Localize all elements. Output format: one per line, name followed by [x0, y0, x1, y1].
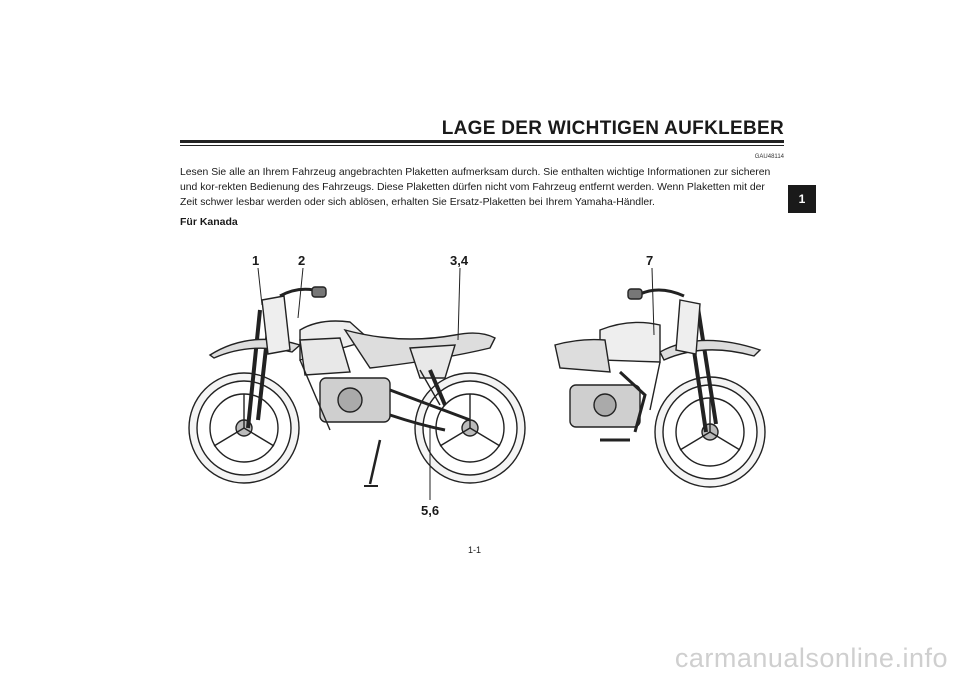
page-title: LAGE DER WICHTIGEN AUFKLEBER: [441, 118, 784, 139]
watermark[interactable]: carmanualsonline.info: [674, 643, 948, 673]
title-rule: [180, 140, 784, 143]
callout-1: 1: [252, 253, 260, 268]
page-number: 1-1: [468, 545, 482, 555]
motorcycle-left-side-icon: [188, 286, 526, 487]
region-subheading: Für Kanada: [180, 216, 238, 228]
motorcycle-right-side-icon: [554, 288, 766, 488]
chapter-tab[interactable]: 1: [788, 185, 816, 213]
callout-2: 2: [298, 253, 306, 268]
callout-5-6: 5,6: [421, 503, 440, 518]
callout-leaders: [257, 267, 655, 500]
callout-3-4: 3,4: [450, 253, 469, 268]
reference-code: GAU48114: [754, 154, 784, 160]
title-rule-thin: [180, 145, 784, 146]
intro-paragraph: Lesen Sie alle an Ihrem Fahrzeug angebra…: [180, 167, 771, 208]
callout-7: 7: [646, 253, 654, 268]
